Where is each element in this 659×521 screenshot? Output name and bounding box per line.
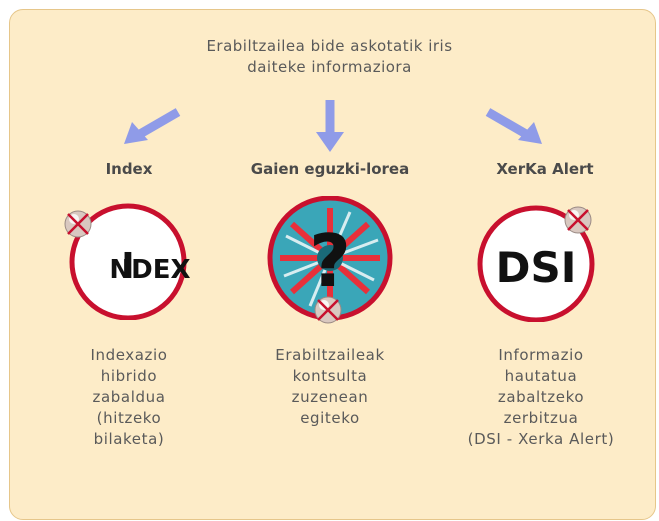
index-description: Indexazio hibrido zabaldua (hitzeko bila…	[54, 345, 204, 450]
ball-icon	[64, 210, 92, 238]
desc-line: hibrido	[100, 367, 158, 385]
arrow-right-icon	[485, 108, 542, 144]
desc-line: Informazio	[498, 346, 584, 364]
desc-line: Indexazio	[90, 346, 168, 364]
desc-line: (hitzeko	[96, 409, 162, 427]
index-icon-label-small: NDEX	[109, 255, 190, 285]
intro-line-2: daiteke informaziora	[247, 58, 412, 76]
sunflower-description: Erabiltzaileak kontsulta zuzenean egitek…	[240, 345, 420, 429]
desc-line: zuzenean	[291, 388, 369, 406]
desc-line: Erabiltzaileak	[275, 346, 385, 364]
xerka-alert-title: XerKa Alert	[496, 160, 594, 178]
desc-line: kontsulta	[292, 367, 368, 385]
index-icon-label-big: I	[121, 246, 134, 287]
ball-icon	[314, 296, 342, 324]
desc-line: zabaltzeko	[497, 388, 585, 406]
arrow-left-icon	[124, 108, 181, 144]
desc-line: (DSI - Xerka Alert)	[467, 430, 615, 448]
intro-line-1: Erabiltzailea bide askotatik iris	[206, 37, 453, 55]
sunflower-question-icon[interactable]: ?	[262, 196, 402, 330]
dsi-icon-label: DSI	[496, 243, 577, 292]
desc-line: bilaketa)	[93, 430, 165, 448]
dsi-description: Informazio hautatua zabaltzeko zerbitzua…	[430, 345, 652, 450]
dsi-icon[interactable]: DSI	[476, 198, 608, 322]
desc-line: egiteko	[300, 409, 360, 427]
sunflower-title: Gaien eguzki-lorea	[250, 160, 410, 178]
desc-line: zabaldua	[92, 388, 166, 406]
arrow-down-icon	[316, 100, 344, 152]
desc-line: hautatua	[504, 367, 578, 385]
intro-text: Erabiltzailea bide askotatik iris daitek…	[0, 36, 659, 78]
question-mark: ?	[309, 219, 351, 303]
index-icon[interactable]: I NDEX	[62, 200, 192, 320]
ball-icon	[564, 206, 592, 234]
index-title: Index	[105, 160, 153, 178]
desc-line: zerbitzua	[503, 409, 579, 427]
